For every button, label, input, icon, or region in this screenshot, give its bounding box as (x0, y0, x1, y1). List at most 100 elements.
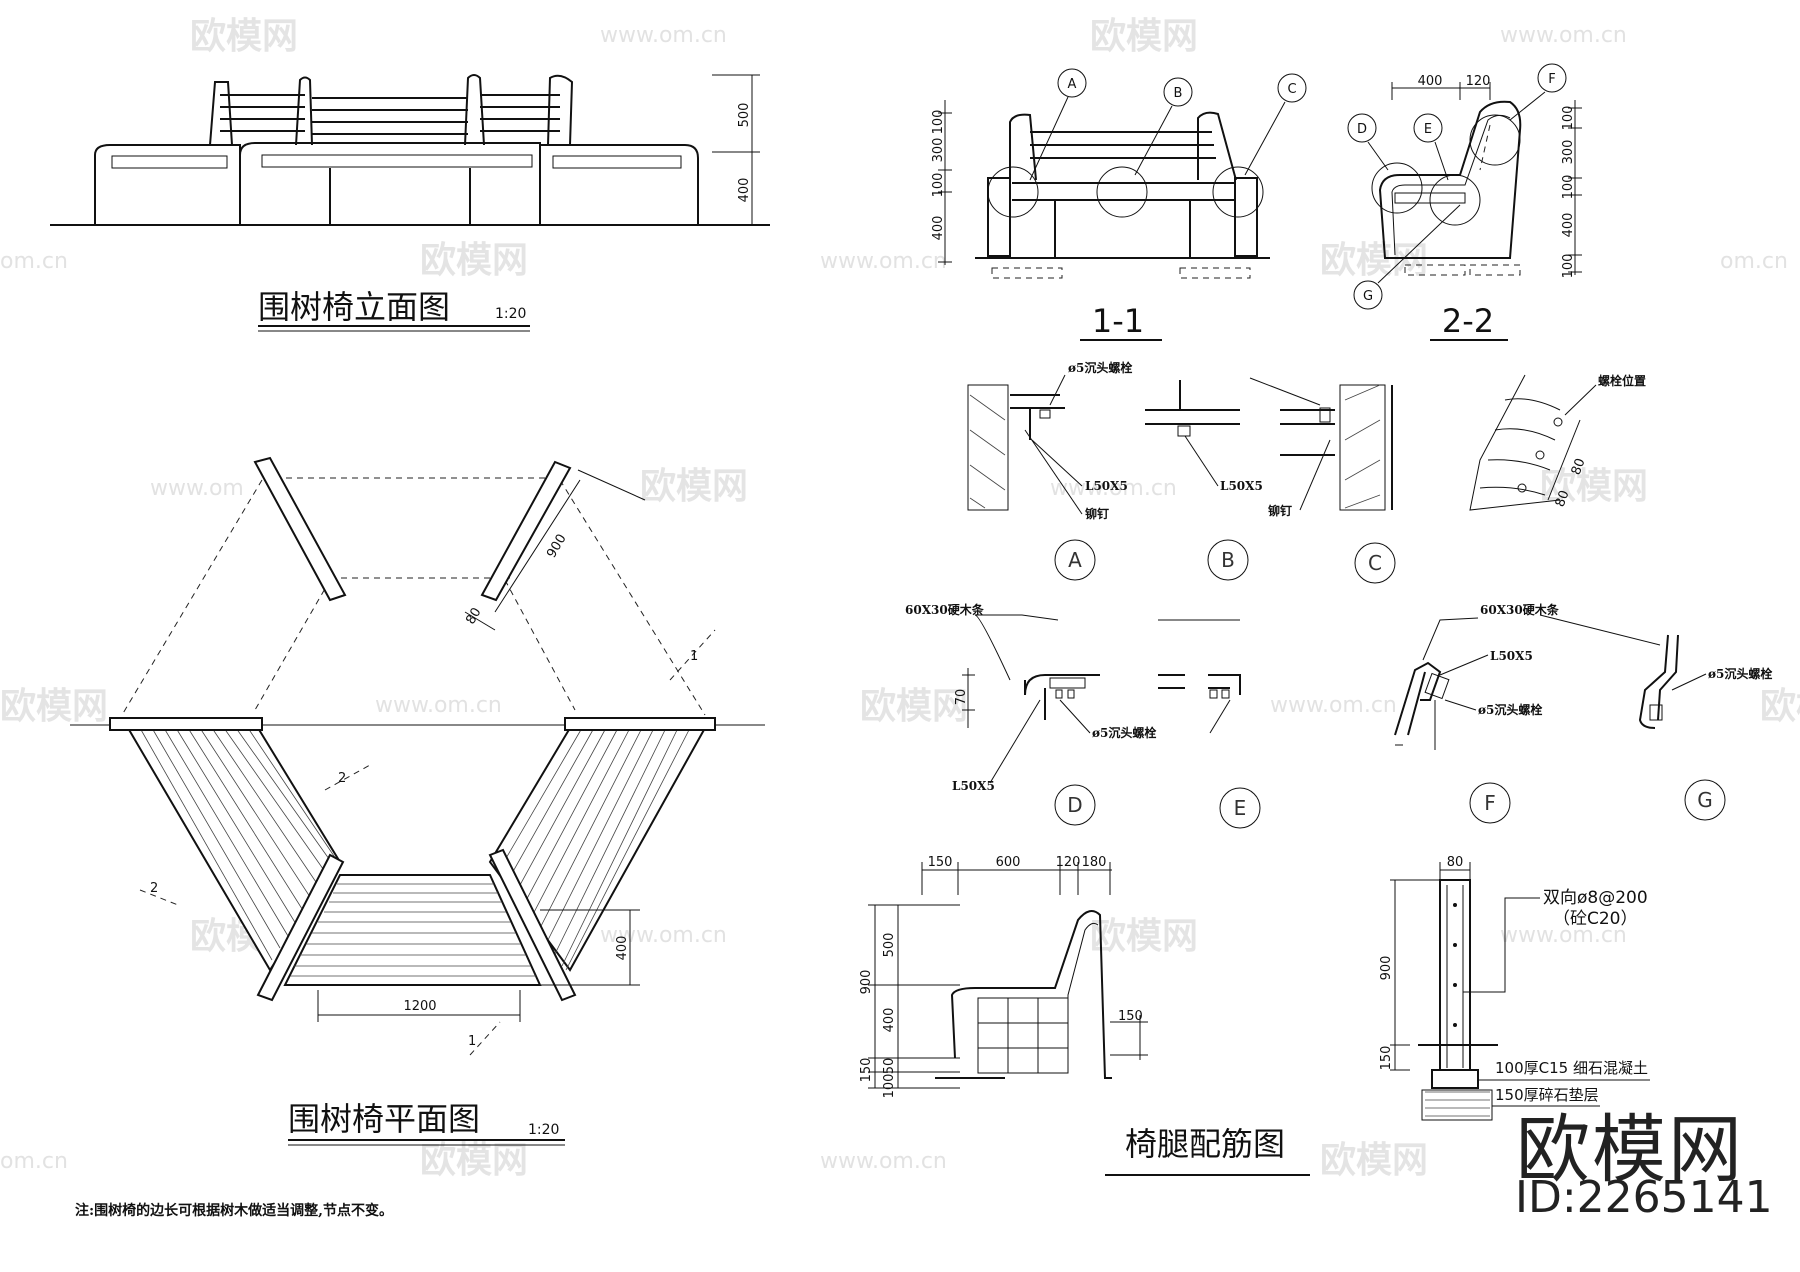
plan-dim-400: 400 (615, 936, 630, 961)
leg-dim-top: 120 (1056, 855, 1081, 870)
detail-circle-e: E (1234, 796, 1247, 820)
plan-cut-label: 1 (468, 1034, 476, 1049)
watermark-brand: 欧模网 (420, 1140, 528, 1181)
concrete-grade-label: （砼C20） (1553, 909, 1638, 929)
callout-c: C (1287, 82, 1296, 97)
details-abc: ø5沉头螺栓 L50X5 铆钉 L50X5 铆钉 A B C (967, 360, 1646, 584)
elevation-dim-400: 400 (737, 178, 752, 203)
watermark-brand: 欧模网 (0, 686, 108, 727)
leg-dim-side: 100 (882, 1074, 897, 1099)
bolt-position-label: 螺栓位置 (1598, 373, 1646, 388)
leg-dim-80: 80 (1447, 855, 1464, 870)
section1-dim: 300 (931, 138, 946, 163)
model-id: ID:2265141 (1515, 1172, 1773, 1223)
plan-cut-label: 2 (150, 881, 158, 896)
watermark-brand: 欧模网 (190, 16, 298, 57)
watermark-brand: 欧模网 (860, 686, 968, 727)
leg-dim-top: 600 (996, 855, 1021, 870)
section2-title: 2-2 (1442, 302, 1494, 340)
callout-g: G (1363, 289, 1373, 304)
leg-dim-side: 900 (859, 970, 874, 995)
watermark-url: www.om.cn (820, 249, 947, 274)
watermark-url: www.om.cn (600, 923, 727, 948)
leg-section-dim-150: 150 (1379, 1046, 1394, 1071)
section2-dim: 100 (1561, 175, 1576, 200)
details-defg: 60X30硬木条 70 ø5沉头螺栓 L50X5 L50X5 ø5沉头螺栓 60… (905, 602, 1772, 829)
callout-f: F (1548, 72, 1555, 87)
detail-circle-d: D (1067, 793, 1082, 817)
leg-dim-top: 150 (928, 855, 953, 870)
footnote: 注:围树椅的边长可根据树木做适当调整,节点不变。 (75, 1203, 394, 1219)
elevation-dim-500: 500 (737, 103, 752, 128)
watermark-brand: 欧模网 (1320, 240, 1428, 281)
watermark-url: www.om.cn (600, 23, 727, 48)
wood-label: 60X30硬木条 (905, 602, 985, 617)
layer-gravel-label: 150厚碎石垫层 (1495, 1086, 1599, 1104)
plan-cut-label: 1 (690, 649, 698, 664)
bolt-label: ø5沉头螺栓 (1478, 702, 1542, 717)
section1-dim: 400 (931, 216, 946, 241)
leg-title: 椅腿配筋图 (1125, 1125, 1285, 1163)
leg-dim-side: 400 (882, 1008, 897, 1033)
watermark-brand: 欧模网 (1760, 686, 1800, 727)
plan-dim-80: 80 (463, 605, 484, 627)
rivet-label: 铆钉 (1268, 503, 1292, 518)
bolt-label: ø5沉头螺栓 (1068, 360, 1132, 375)
section-1-1: 100 300 100 400 A B C (931, 68, 1307, 279)
detail-circle-a: A (1068, 548, 1082, 572)
plan-dim-1200: 1200 (403, 999, 436, 1014)
plan-title: 围树椅平面图 (288, 1100, 480, 1138)
watermark-url: www.om.cn (1500, 923, 1627, 948)
watermark-url: www.om.cn (1270, 693, 1397, 718)
leg-section-dim-900: 900 (1379, 956, 1394, 981)
watermark-url: www.om.cn (1050, 476, 1177, 501)
plan-scale: 1:20 (528, 1122, 559, 1138)
bolt-label: ø5沉头螺栓 (1708, 666, 1772, 681)
section2-dim: 100 (1561, 106, 1576, 131)
angle-label: L50X5 (1220, 479, 1263, 493)
watermark-layer: 欧模网 www.om.cn 欧模网 www.om.cn om.cn 欧模网 ww… (0, 16, 1800, 1181)
watermark-url: www.om.cn (1500, 23, 1627, 48)
watermark-url: om.cn (1720, 249, 1788, 274)
angle-label: L50X5 (1085, 479, 1128, 493)
bolt-dim-80: 80 (1569, 456, 1589, 477)
leg-dim-side: 150 (859, 1058, 874, 1083)
section1-title: 1-1 (1092, 302, 1144, 340)
bolt-label: ø5沉头螺栓 (1092, 725, 1156, 740)
watermark-brand: 欧模网 (1090, 16, 1198, 57)
watermark-url: www.om (150, 476, 244, 501)
rivet-label: 铆钉 (1085, 506, 1109, 521)
rebar-label: 双向ø8@200 (1543, 888, 1648, 908)
elevation-scale: 1:20 (495, 306, 526, 322)
plan-drawing: 900 80 400 1200 1 2 2 1 (70, 456, 765, 1056)
leg-dim-side: 50 (882, 1058, 897, 1075)
leg-dim-150: 150 (1118, 1009, 1143, 1024)
watermark-url: om.cn (0, 249, 68, 274)
section2-dim: 120 (1466, 74, 1491, 89)
bolt-dim-80: 80 (1553, 488, 1573, 509)
watermark-brand: 欧模网 (1090, 916, 1198, 957)
detail-circle-c: C (1368, 551, 1382, 575)
elevation-drawing: 500 400 (50, 74, 770, 226)
detail-dim-70: 70 (954, 689, 969, 706)
section-2-2: 400 120 100 300 100 400 100 D E F G (1347, 63, 1582, 310)
callout-b: B (1174, 86, 1183, 101)
section2-dim: 300 (1561, 140, 1576, 165)
callout-d: D (1357, 122, 1367, 137)
plan-cut-label: 2 (338, 771, 346, 786)
watermark-brand: 欧模网 (640, 466, 748, 507)
wood-label: 60X30硬木条 (1480, 602, 1560, 617)
plan-dim-900: 900 (544, 532, 569, 561)
brand-logo: 欧模网 (1516, 1107, 1744, 1193)
watermark-brand: 欧模网 (420, 240, 528, 281)
section2-dim: 400 (1418, 74, 1443, 89)
watermark-url: www.om.cn (820, 1149, 947, 1174)
section1-dim: 100 (931, 110, 946, 135)
callout-a: A (1068, 77, 1077, 92)
detail-circle-f: F (1484, 791, 1496, 815)
section2-dim: 100 (1561, 254, 1576, 279)
watermark-brand: 欧模网 (1320, 1140, 1428, 1181)
detail-circle-b: B (1221, 548, 1235, 572)
angle-label: L50X5 (1490, 649, 1533, 663)
